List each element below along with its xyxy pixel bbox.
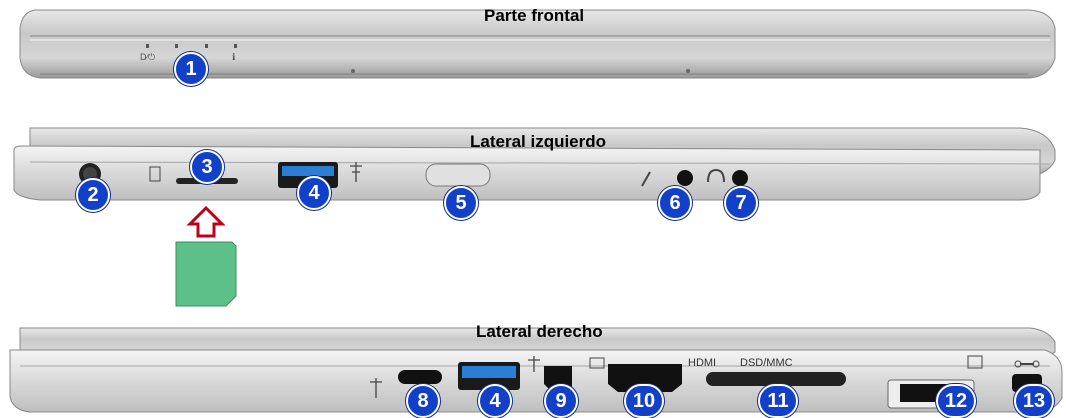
callout-7-headphone-jack: 7 — [724, 186, 758, 220]
callout-13-security-lock-slot: 13 — [1014, 384, 1054, 418]
network-icon — [967, 355, 983, 369]
right-side-view — [9, 327, 1063, 413]
callout-8-usb-c-port: 8 — [406, 384, 440, 418]
left-side-title: Lateral izquierdo — [470, 132, 607, 151]
battery-led-label: ℹ — [232, 52, 236, 62]
callout-10-hdmi-port: 10 — [624, 384, 664, 418]
front-title: Parte frontal — [484, 6, 585, 25]
callout-4-usb-port-right: 4 — [478, 384, 512, 418]
security-lock-icon — [1014, 360, 1040, 368]
usb-icon — [350, 162, 540, 398]
left-side-view — [13, 127, 1056, 201]
power-led-label: D∕⏻ — [140, 52, 156, 62]
right-side-title: Lateral derecho — [476, 322, 603, 341]
callout-5-power-button: 5 — [444, 186, 478, 220]
callout-11-card-reader: 11 — [758, 384, 798, 418]
callout-12-rj45-lan-jack: 12 — [936, 384, 976, 418]
display-port-icon — [589, 357, 605, 369]
microphone-icon — [641, 171, 651, 187]
callout-1-led-indicators: 1 — [174, 52, 208, 86]
insert-arrow-icon — [186, 205, 226, 238]
callout-9-mini-displayport: 9 — [544, 384, 578, 418]
callout-3-card-slot: 3 — [190, 150, 224, 184]
sim-card-illustration — [175, 241, 237, 307]
headphone-icon — [707, 168, 725, 183]
sim-icon — [149, 166, 161, 182]
card-reader-label: DSD/MMC — [740, 357, 793, 369]
callout-6-mic-jack: 6 — [658, 186, 692, 220]
callout-2-dc-in-jack: 2 — [76, 178, 110, 212]
front-view — [19, 9, 1056, 79]
hdmi-label: HDMI — [688, 357, 717, 369]
callout-4-usb-port: 4 — [297, 176, 331, 210]
